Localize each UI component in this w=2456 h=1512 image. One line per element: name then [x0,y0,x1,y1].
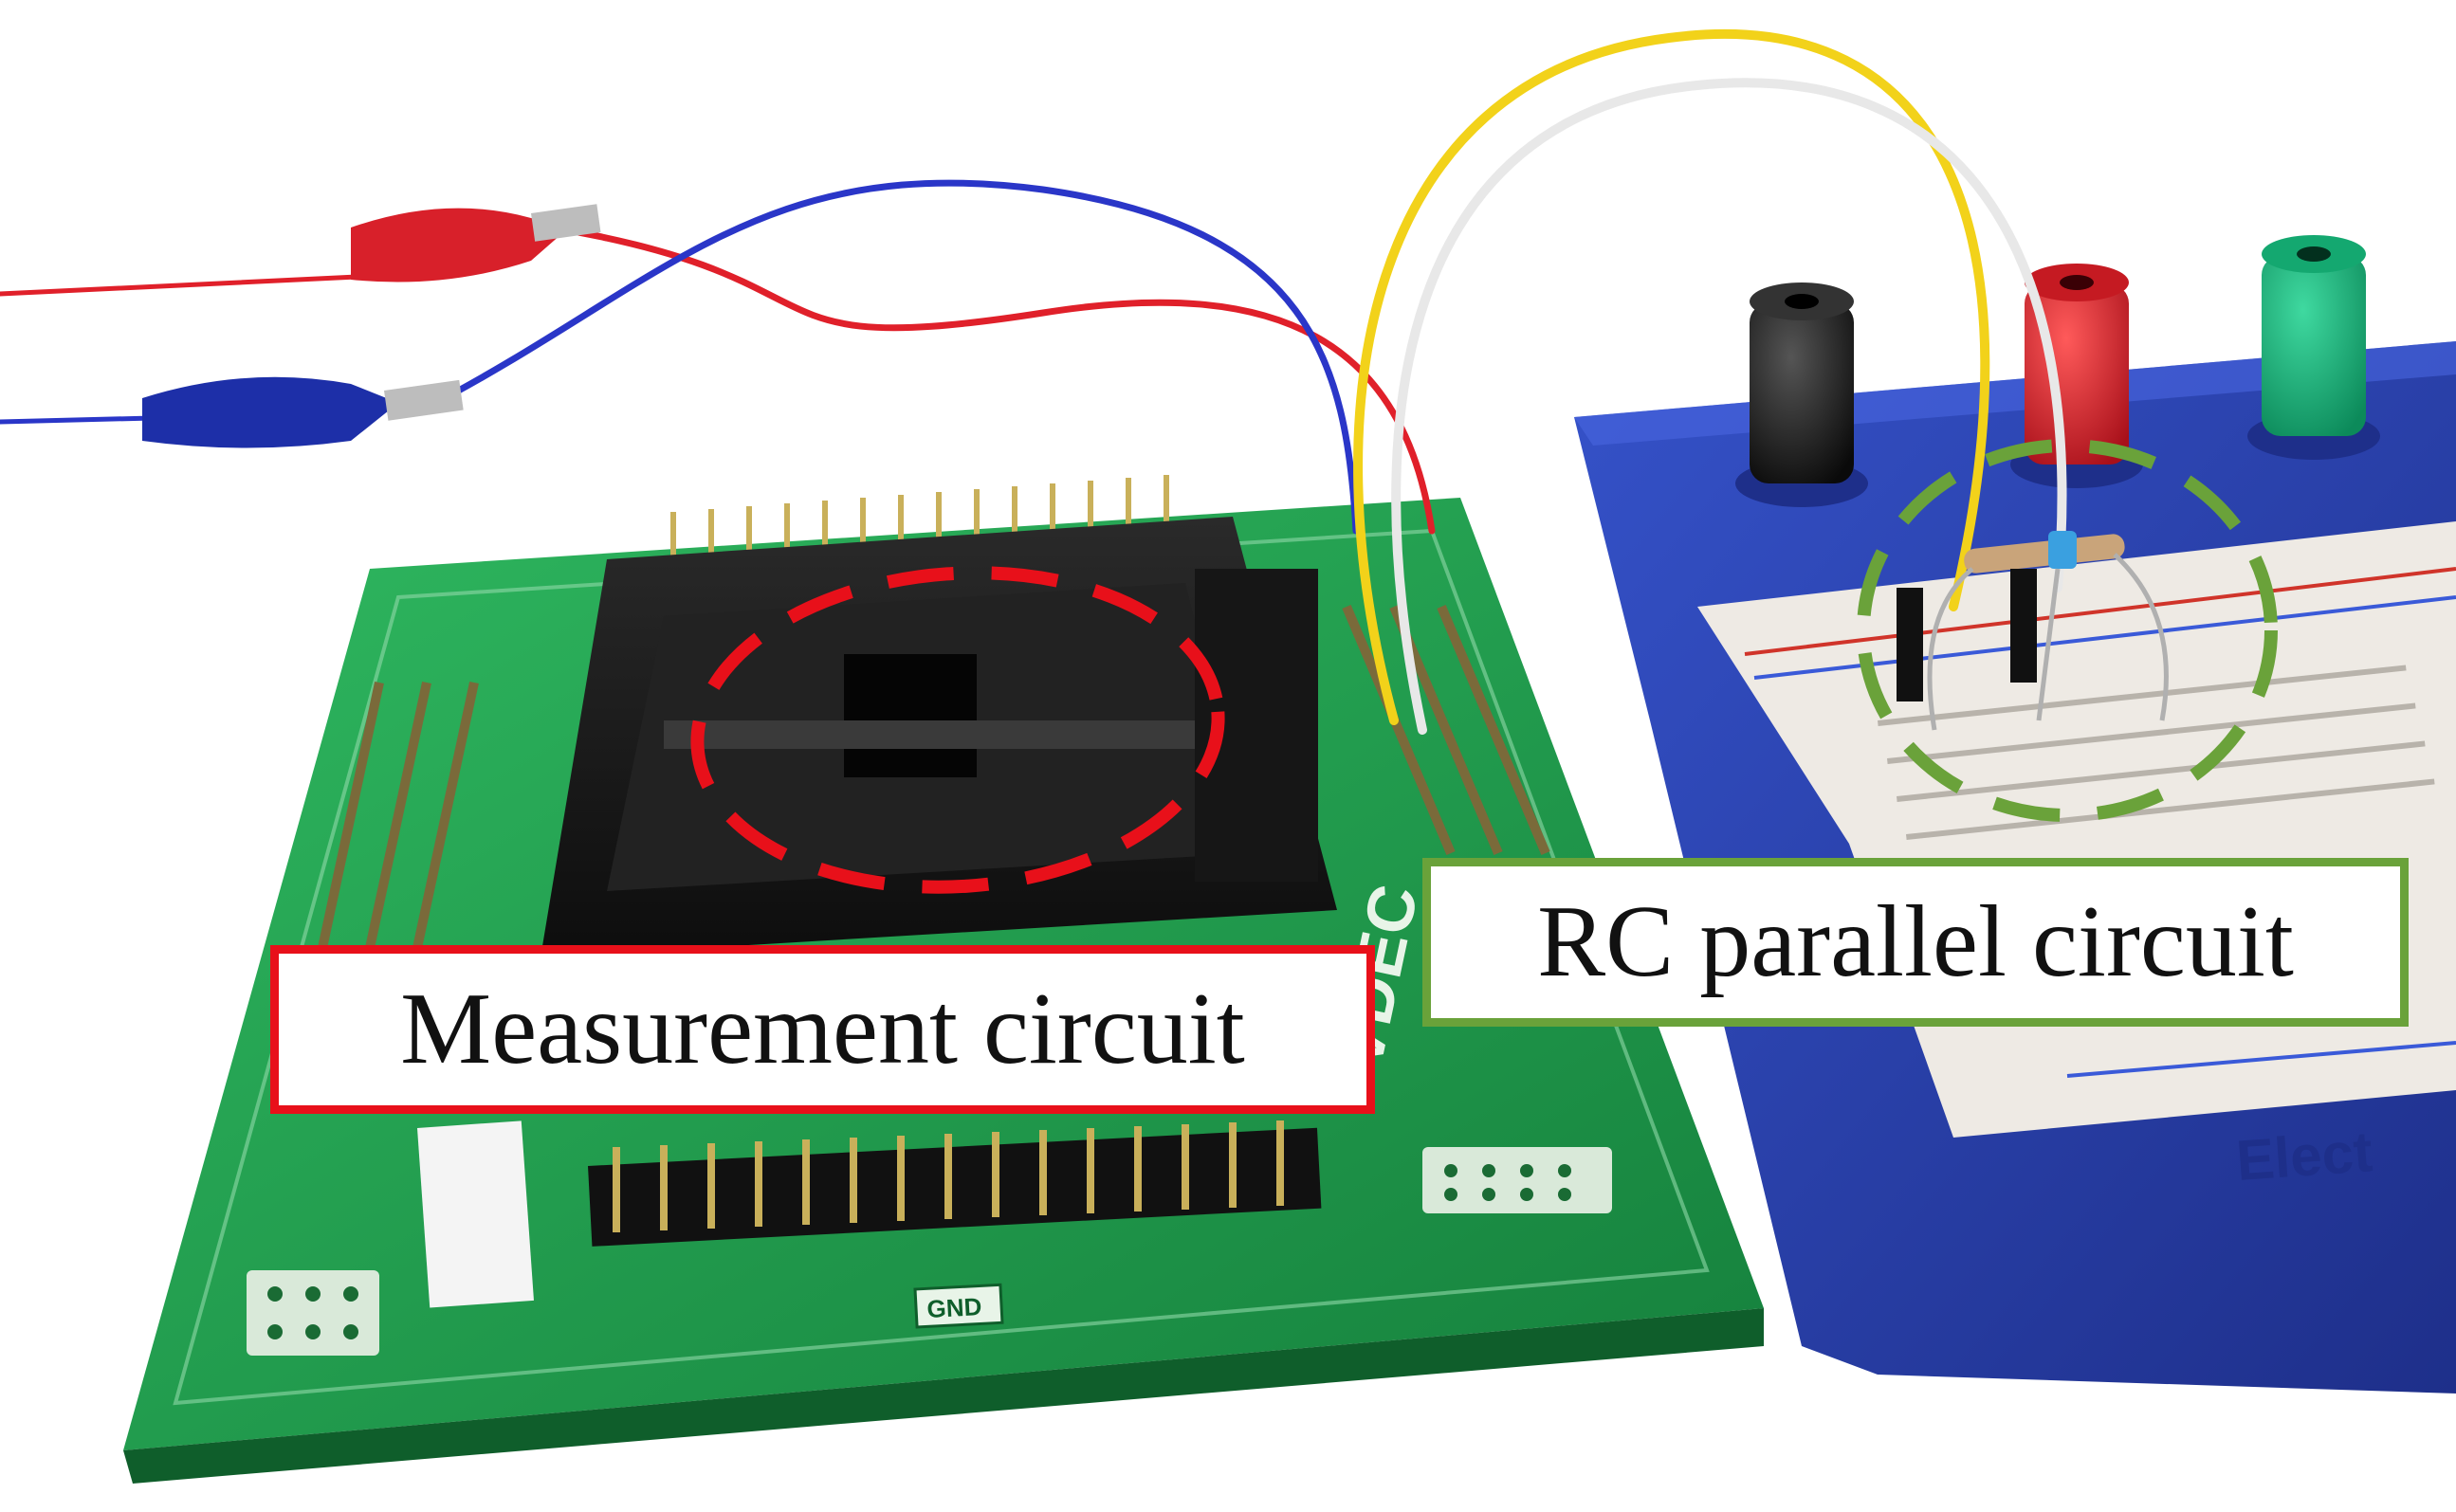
wires [0,28,2067,735]
gnd-silkscreen: GND [926,1292,982,1323]
measurement-pcb: GND VDEC [123,498,1764,1484]
rc-components [1897,531,2169,731]
breadboard-brand-text: Elect [2234,1120,2374,1193]
rc-highlight-ellipse [1857,439,2278,822]
alligator-clips [142,204,601,448]
binding-posts [1735,235,2380,507]
measurement-highlight-ellipse [690,566,1225,894]
rc-parallel-circuit-label: RC parallel circuit [1422,858,2409,1027]
measurement-circuit-label: Measurement circuit [270,945,1375,1114]
ic-socket [541,475,1337,957]
